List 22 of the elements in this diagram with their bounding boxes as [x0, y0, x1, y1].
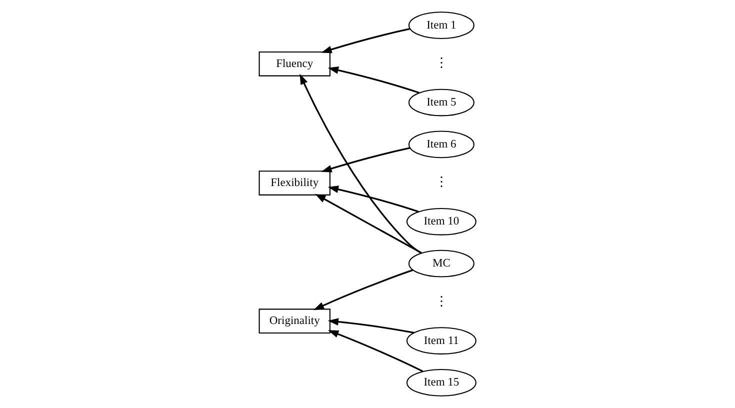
arrow [300, 74, 422, 254]
node-box: Originality [258, 308, 330, 334]
arrow [315, 194, 422, 254]
arrow [328, 186, 419, 212]
arrow [328, 66, 420, 94]
node-box: Flexibility [258, 170, 330, 196]
arrow [313, 269, 414, 310]
arrow [328, 318, 414, 334]
node-ellipse: Item 11 [406, 327, 476, 354]
node-ellipse: MC [408, 250, 474, 278]
node-box: Fluency [258, 51, 330, 76]
node-ellipse: Item 15 [406, 368, 476, 396]
node-ellipse: Item 6 [408, 130, 474, 158]
node-ellipse: Item 1 [408, 12, 474, 40]
node-ellipse: Item 10 [406, 208, 476, 236]
arrow [321, 28, 410, 54]
node-ellipse: Item 5 [408, 88, 474, 116]
label: ⋮ [434, 293, 448, 308]
arrow [321, 147, 410, 172]
arrow [328, 330, 424, 372]
label: ⋮ [434, 55, 448, 70]
label: ⋮ [434, 174, 448, 190]
